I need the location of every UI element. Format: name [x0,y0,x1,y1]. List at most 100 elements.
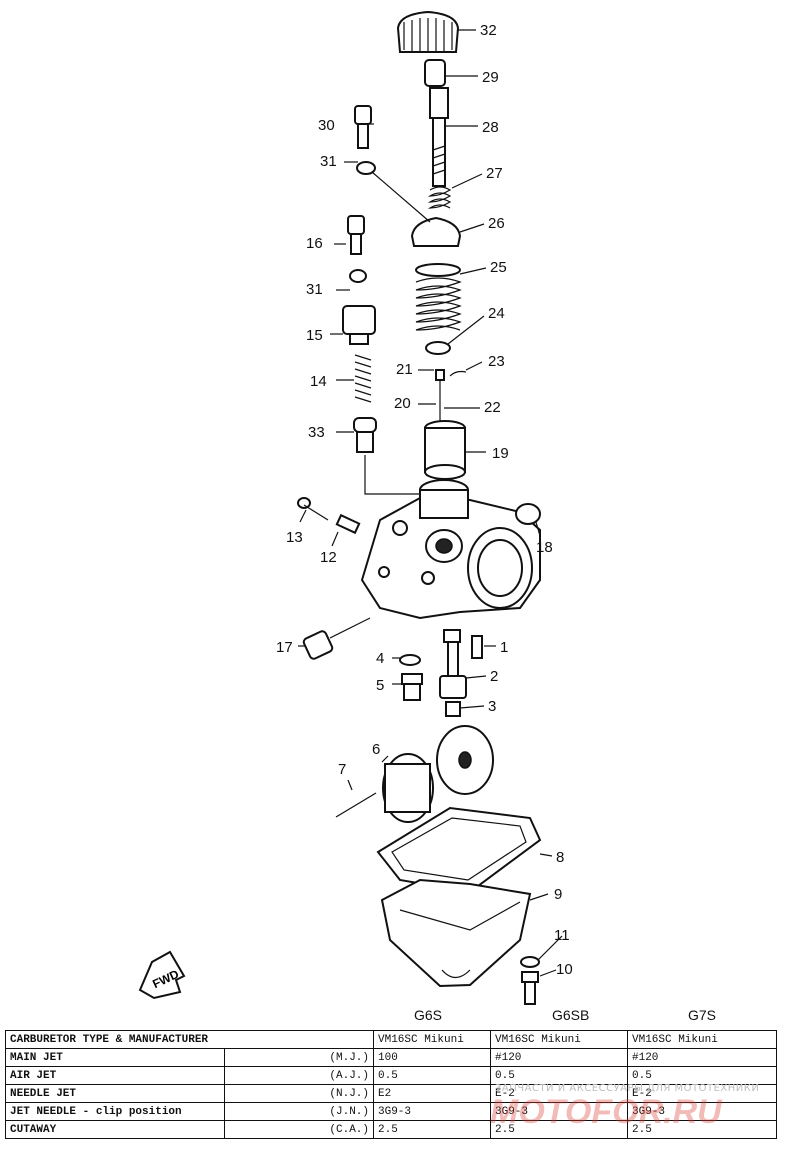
callout-28: 28 [482,119,499,136]
spec-value-g6s: 0.5 [373,1066,491,1085]
callout-6: 6 [372,741,380,758]
part-10-bolt [521,971,539,1005]
watermark-tagline: ЗАПЧАСТИ И АКСЕССУАРЫ ДЛЯ МОТОТЕХНИКИ [495,1083,760,1094]
spec-value-g7s: 0.5 [627,1066,777,1085]
callout-32: 32 [480,22,497,39]
part-31-washer-b [349,269,367,283]
callout-7: 7 [338,761,346,778]
callout-9: 9 [554,886,562,903]
spec-row-main-jet: MAIN JET (M.J.) 100 #120 #120 [5,1048,777,1067]
exploded-carburetor-diagram: FWD 32 [138,10,573,1005]
callout-3: 3 [488,698,496,715]
spec-value-g6sb: 2.5 [490,1120,628,1139]
spec-row-type: CARBURETOR TYPE & MANUFACTURER VM16SC Mi… [5,1030,777,1049]
spec-value-g6s: 100 [373,1048,491,1067]
callout-11: 11 [554,927,570,944]
model-header-1: G6S [414,1007,443,1023]
callout-4: 4 [376,650,384,667]
callout-1: 1 [500,639,508,656]
part-9-float-bowl [380,878,532,988]
callout-26: 26 [488,215,505,232]
part-14-spring [354,354,372,403]
callout-30: 30 [318,117,335,134]
leader-lines [298,29,563,977]
model-header-3: G7S [688,1007,717,1023]
part-19-slide [424,420,466,480]
spec-label: CARBURETOR TYPE & MANUFACTURER [5,1030,374,1049]
callout-31b: 31 [306,281,323,298]
callout-29: 29 [482,69,499,86]
part-4-ring [399,654,421,666]
part-27-spring [427,186,452,209]
carburetor-body [360,479,541,620]
spec-value-g7s: 2.5 [627,1120,777,1139]
callout-31a: 31 [320,153,337,170]
spec-label: CUTAWAY [5,1120,225,1139]
part-31-washer-a [356,161,376,175]
spec-value-g6s: E2 [373,1084,491,1103]
spec-row-air-jet: AIR JET (A.J.) 0.5 0.5 0.5 [5,1066,777,1085]
part-6-float [382,725,494,823]
part-28-adjuster [429,87,449,187]
part-7-pin [335,792,377,818]
spec-value-g7s: #120 [627,1048,777,1067]
spec-abbr: (M.J.) [224,1048,374,1067]
callout-10: 10 [556,961,573,978]
part-13-screw [297,497,329,521]
watermark-logo: MOTOFOR.RU [490,1093,722,1131]
fwd-arrow: FWD [138,950,186,1000]
part-24-clip [425,341,451,355]
callout-23: 23 [488,353,505,370]
part-32-cap [396,10,460,53]
part-30-bolt [354,105,372,149]
callout-17: 17 [276,639,293,656]
model-header-2: G6SB [552,1007,590,1023]
spec-value-g7s: VM16SC Mikuni [627,1030,777,1049]
spec-value-g6s: 2.5 [373,1120,491,1139]
carburetor-spec-table: CARBURETOR TYPE & MANUFACTURER VM16SC Mi… [5,1030,777,1139]
callout-25: 25 [490,259,507,276]
callout-24: 24 [488,305,505,322]
part-11-washer [520,956,540,968]
spec-label: AIR JET [5,1066,225,1085]
callout-14: 14 [310,373,327,390]
callout-33: 33 [308,424,325,441]
part-33-plunger [353,417,377,453]
spec-label: JET NEEDLE - clip position [5,1102,225,1121]
part-23-clip [449,370,467,377]
part-3-main-jet [445,701,461,717]
part-8-gasket [376,806,542,894]
part-25-spring [415,263,462,331]
part-26-top [410,216,462,247]
callout-27: 27 [486,165,503,182]
part-17-bolt [302,617,371,660]
part-5-jet [401,673,423,701]
spec-label: MAIN JET [5,1048,225,1067]
spec-label: NEEDLE JET [5,1084,225,1103]
callout-16: 16 [306,235,323,252]
callout-21: 21 [396,361,413,378]
part-15-nut [342,305,376,345]
part-18-nut [515,503,541,525]
spec-value-g6sb: #120 [490,1048,628,1067]
callout-8: 8 [556,849,564,866]
callout-20: 20 [394,395,411,412]
spec-row-cutaway: CUTAWAY (C.A.) 2.5 2.5 2.5 [5,1120,777,1139]
spec-value-g6sb: 3G9-3 [490,1102,628,1121]
callout-13: 13 [286,529,303,546]
part-16-screw [347,215,365,255]
spec-value-g6s: VM16SC Mikuni [373,1030,491,1049]
spec-value-g6sb: 0.5 [490,1066,628,1085]
callout-18: 18 [536,539,553,556]
spec-value-g6sb: VM16SC Mikuni [490,1030,628,1049]
spec-value-g7s: 3G9-3 [627,1102,777,1121]
part-2-needle-jet [439,629,467,699]
spec-abbr: (C.A.) [224,1120,374,1139]
part-1-screw [471,635,483,659]
callout-2: 2 [490,668,498,685]
callout-12: 12 [320,549,337,566]
part-12-spring [335,513,361,535]
spec-abbr: (J.N.) [224,1102,374,1121]
callout-15: 15 [306,327,323,344]
spec-value-g6s: 3G9-3 [373,1102,491,1121]
